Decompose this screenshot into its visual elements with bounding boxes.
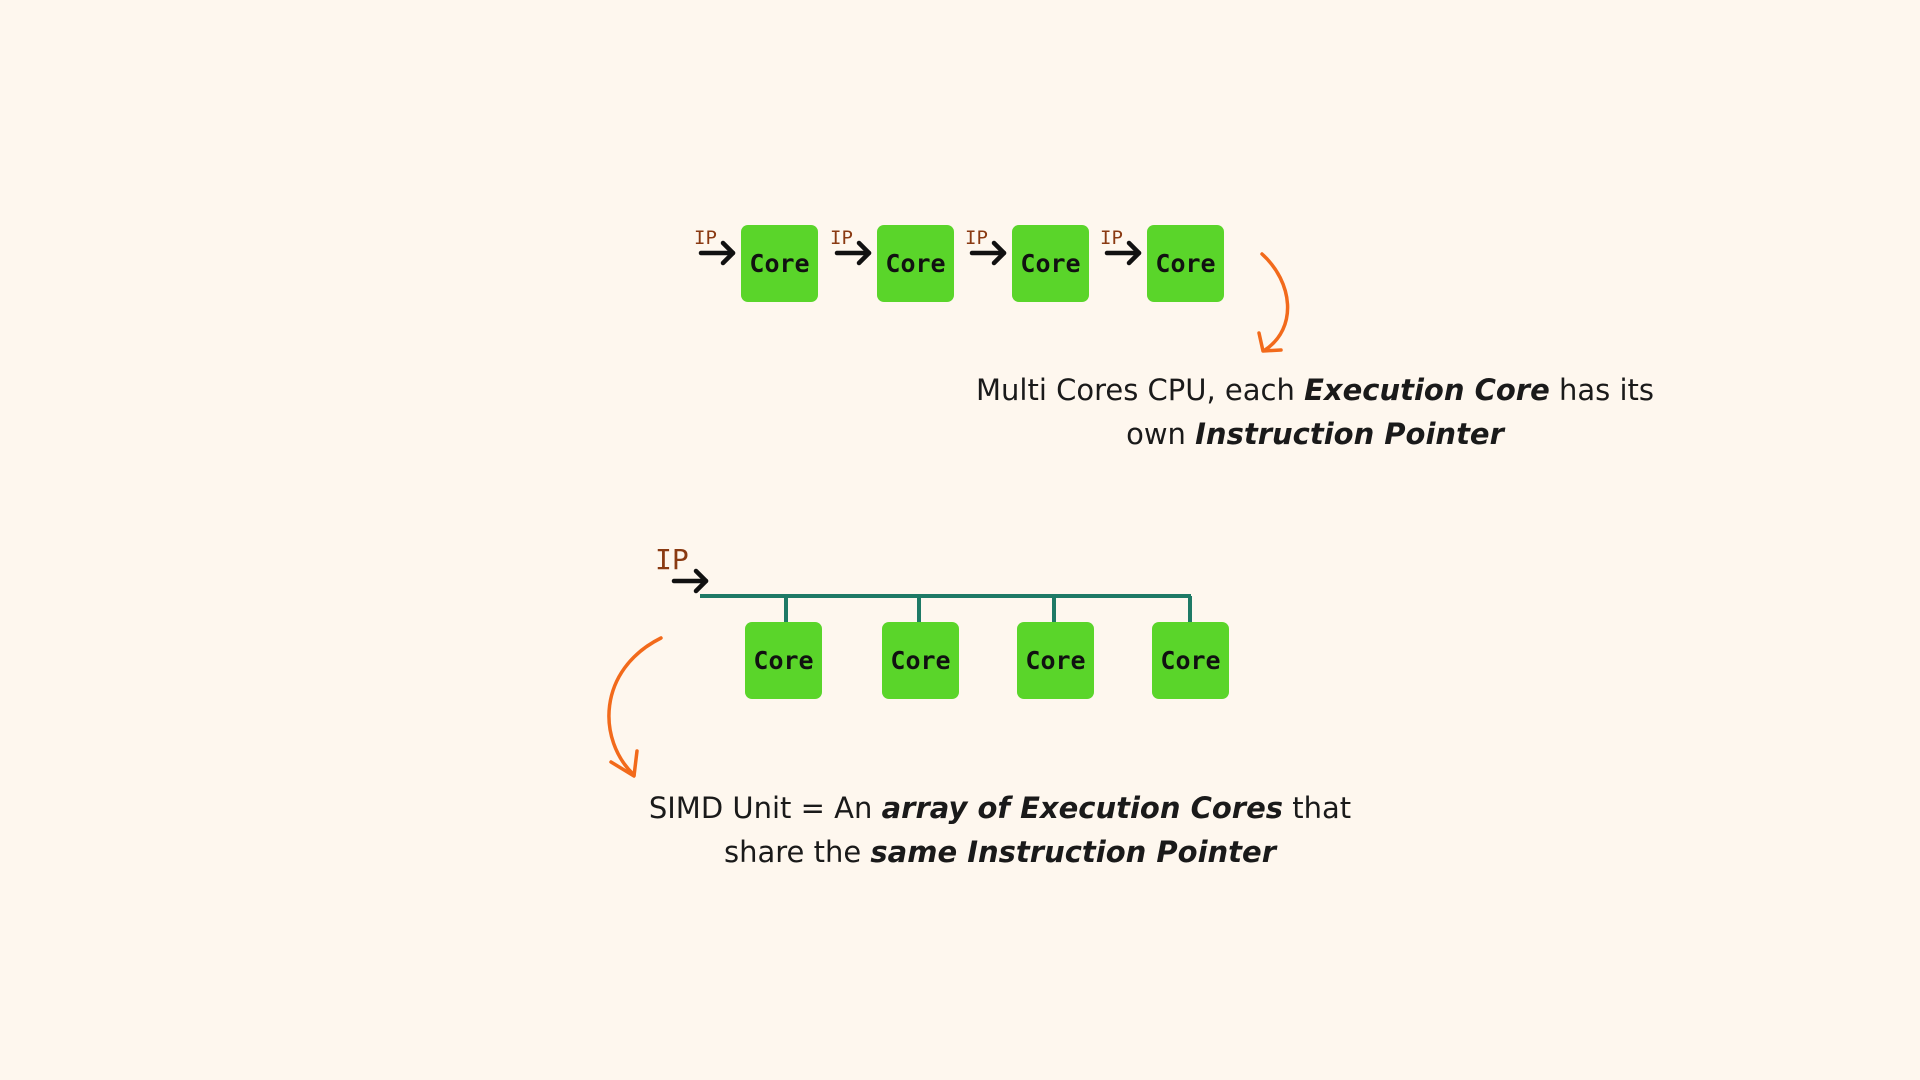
caption-line: own Instruction Pointer <box>940 412 1690 456</box>
callout-arrow-simd <box>607 636 663 778</box>
ip-label-shared: IP <box>655 543 689 576</box>
ip-arrow <box>969 240 1007 266</box>
callout-arrow-multi-core <box>1257 252 1290 353</box>
core-block: Core <box>741 225 818 302</box>
caption-line: share the same Instruction Pointer <box>610 830 1390 874</box>
caption-emphasis: array of Execution Cores <box>881 791 1284 825</box>
simd-caption: SIMD Unit = An array of Execution Cores … <box>610 786 1390 874</box>
ip-arrow <box>834 240 872 266</box>
caption-line: SIMD Unit = An array of Execution Cores … <box>610 786 1390 830</box>
shared-bus <box>700 594 1192 622</box>
caption-text: SIMD Unit = An <box>648 791 882 825</box>
caption-emphasis: Instruction Pointer <box>1195 417 1504 451</box>
multi-core-caption: Multi Cores CPU, each Execution Core has… <box>940 368 1690 456</box>
caption-emphasis: Execution Core <box>1304 373 1550 407</box>
core-block: Core <box>882 622 959 699</box>
core-block: Core <box>745 622 822 699</box>
ip-arrows-multi-core <box>698 240 1142 266</box>
core-block: Core <box>1152 622 1229 699</box>
ip-label: IP <box>694 227 717 249</box>
ip-arrow <box>698 240 736 266</box>
caption-line: Multi Cores CPU, each Execution Core has… <box>940 368 1690 412</box>
ip-label: IP <box>965 227 988 249</box>
ip-arrow-shared <box>671 568 709 594</box>
caption-emphasis: same Instruction Pointer <box>870 835 1276 869</box>
caption-text: share the <box>724 835 871 869</box>
caption-text: Multi Cores CPU, each <box>975 373 1305 407</box>
caption-text: has its <box>1549 373 1654 407</box>
ip-label: IP <box>830 227 853 249</box>
core-block: Core <box>1012 225 1089 302</box>
ip-arrow <box>1104 240 1142 266</box>
core-block: Core <box>1147 225 1224 302</box>
caption-text: own <box>1126 417 1196 451</box>
ip-label: IP <box>1100 227 1123 249</box>
core-block: Core <box>1017 622 1094 699</box>
core-block: Core <box>877 225 954 302</box>
caption-text: that <box>1283 791 1352 825</box>
